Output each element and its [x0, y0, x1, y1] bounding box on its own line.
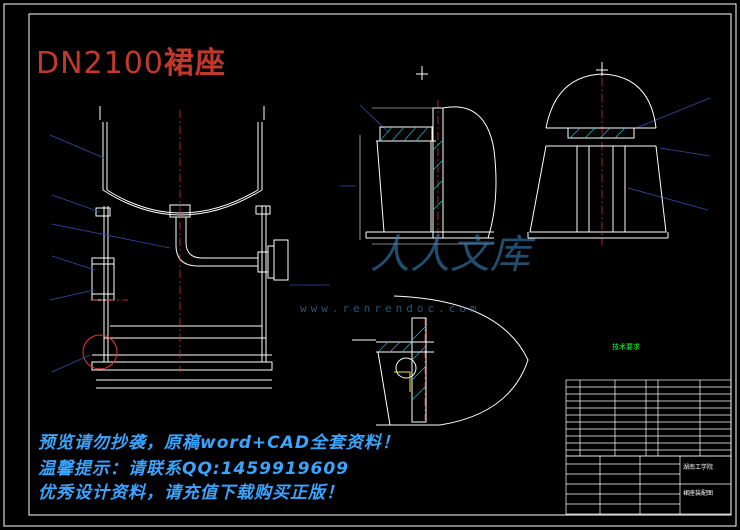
parts-list [565, 379, 732, 457]
technical-notes-title: 技术要求 [612, 343, 640, 351]
section-hatch [379, 126, 444, 211]
center-lines [90, 78, 603, 420]
watermark-url: www.renrendoc.com [300, 302, 481, 315]
section-dims [359, 107, 494, 245]
detail-circle [82, 334, 118, 370]
view-markers [416, 62, 608, 80]
watermark-logo-text: 人人文库 [370, 232, 530, 278]
drawing-title: DN2100裙座 [36, 38, 226, 82]
drawing-title-chinese: 裙座 [163, 46, 226, 81]
inner-border [28, 13, 732, 516]
title-block-school: 湖南工学院 [683, 464, 714, 471]
promo-line-3: 优秀设计资料，请充值下载购买正版！ [38, 483, 344, 503]
weld-mark [394, 371, 411, 392]
title-block-drawing-name: 裙座装配图 [683, 490, 714, 497]
beam-view [527, 73, 669, 239]
outer-border [3, 3, 737, 527]
section-view [365, 106, 497, 239]
promo-line-2: 温馨提示：请联系QQ:1459919609 [38, 459, 349, 479]
main-view [91, 106, 289, 389]
beam-hatch [569, 127, 626, 139]
detail-view [352, 295, 529, 426]
detail-hatch [377, 325, 427, 401]
drawing-title-latin: DN2100 [36, 46, 164, 81]
title-block [565, 455, 732, 515]
promo-line-1: 预览请勿抄袭，原稿word+CAD全套资料！ [38, 433, 400, 453]
